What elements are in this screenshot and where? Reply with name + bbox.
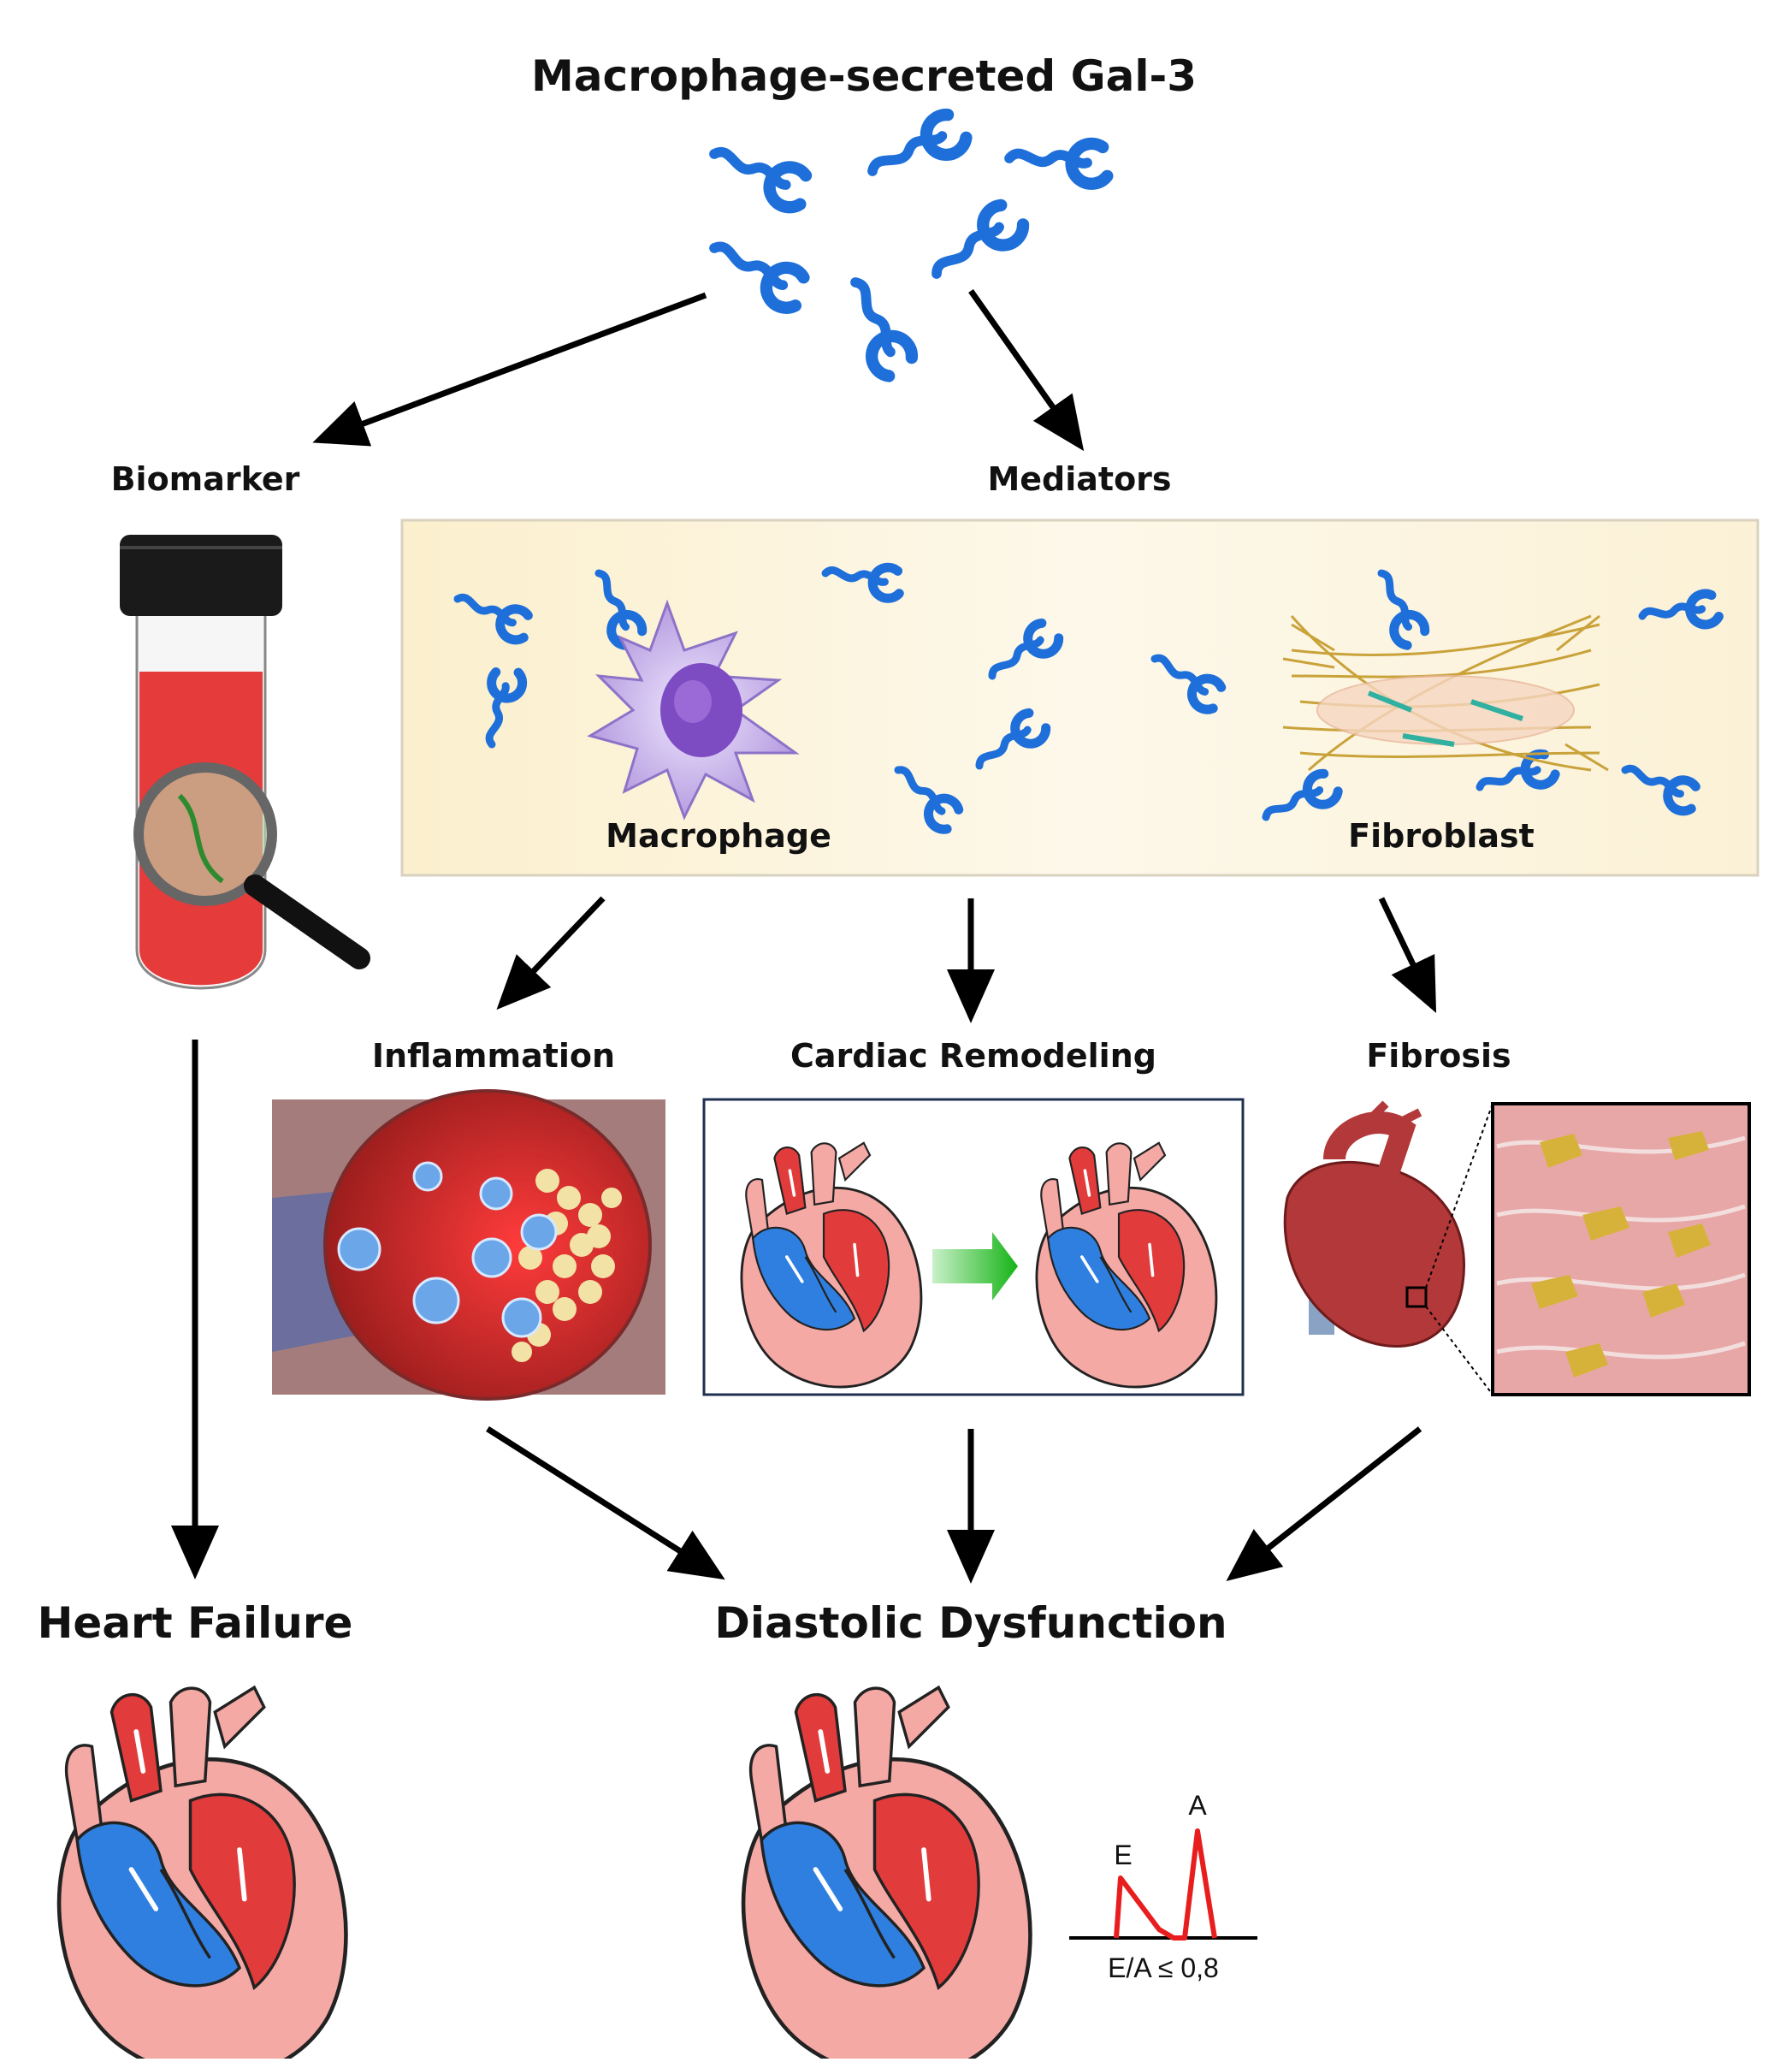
magnifier-icon [133,762,370,969]
fibroblast-icon [1282,614,1609,772]
arrow-inflammation-to-diastolic [486,1426,725,1580]
gal3-protein-icon [706,140,812,211]
arrow-to-mediators [968,288,1085,452]
label-fibrosis: Fibrosis [1366,1037,1511,1075]
gal3-protein-icon [703,235,808,313]
doppler-e-label: E [1114,1840,1133,1870]
label-diastolic-dysfunction: Diastolic Dysfunction [714,1598,1227,1648]
heart-failure-heart-icon [59,1687,346,2059]
label-heart-failure: Heart Failure [37,1598,353,1648]
diastolic-heart-icon [743,1687,1030,2059]
gal3-protein-icon [927,199,1028,293]
macrophage-icon [587,599,800,821]
branch-biomarker: Biomarker [110,460,300,498]
arrow-fibrosis-to-diastolic [1226,1426,1422,1581]
label-fibroblast: Fibroblast [1348,817,1535,855]
label-inflammation: Inflammation [371,1037,616,1075]
zoom-line [1425,1103,1493,1289]
inflammation-image [272,1089,665,1401]
doppler-ea-trace [1069,1828,1257,1941]
fibrosis-heart-icon [1283,1100,1465,1348]
arrow-to-inflammation [496,896,606,1010]
label-macrophage: Macrophage [606,817,831,855]
zoom-line [1425,1306,1493,1395]
gal3-cluster-top [703,110,1107,380]
gal3-protein-icon [833,275,917,379]
test-tube-icon [120,535,282,990]
doppler-a-label: A [1188,1790,1207,1821]
arrow-to-biomarker [312,292,707,447]
arrow-to-fibrosis [1378,897,1437,1013]
diagram-title: Macrophage-secreted Gal-3 [530,51,1198,101]
branch-mediators: Mediators [987,460,1172,498]
progression-arrow-icon [932,1232,1018,1301]
fibrosis-tissue-image [1491,1102,1751,1396]
gal3-protein-icon [865,110,969,193]
label-cardiac-remodeling: Cardiac Remodeling [790,1037,1156,1075]
gal3-protein-icon [1009,144,1107,184]
doppler-ratio: E/A ≤ 0,8 [1108,1952,1219,1983]
